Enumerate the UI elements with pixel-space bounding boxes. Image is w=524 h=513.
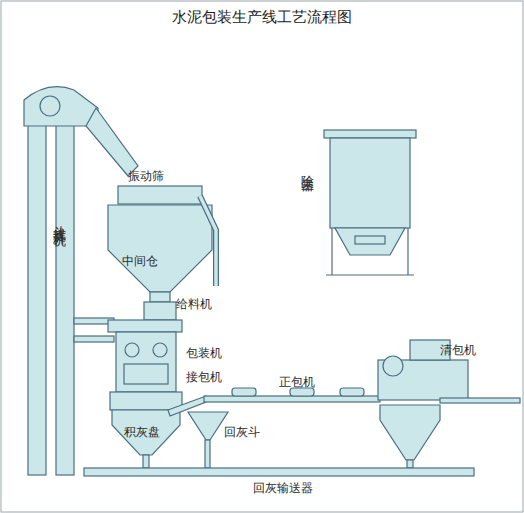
return-conveyor (84, 468, 474, 476)
leg (331, 228, 332, 275)
feeder (144, 302, 176, 320)
part-label: 斗式提升机 (52, 215, 67, 225)
elevator-wheel (40, 96, 60, 116)
cement-bag (340, 388, 364, 396)
packer-body (116, 332, 176, 392)
leg (407, 228, 408, 275)
pipe (200, 196, 216, 286)
spout (205, 440, 210, 468)
packer-spout (125, 343, 139, 357)
belt-conveyor (204, 396, 380, 402)
spout (143, 455, 149, 468)
dust-collector-body (330, 138, 410, 228)
part-label: 给料机 (176, 298, 212, 312)
base (326, 274, 414, 275)
elevator-column (28, 122, 46, 475)
packer-top (108, 320, 182, 332)
part-label: 积灰盘 (124, 426, 160, 440)
part-label: 回灰输送器 (253, 482, 313, 496)
motor (383, 356, 403, 376)
part-label: 振动筛 (128, 170, 164, 184)
feeder (150, 292, 170, 302)
part-label: 正包机 (279, 376, 315, 390)
dust-collector-top (324, 130, 416, 138)
packer-part (124, 364, 168, 384)
outlet-belt (440, 398, 520, 403)
bag-receiver (110, 392, 182, 410)
return-hopper (188, 412, 228, 440)
part-label: 回灰斗 (224, 426, 260, 440)
cleaner-hopper (380, 405, 440, 460)
part-label: 包装机 (186, 347, 222, 361)
part-label: 接包机 (186, 371, 222, 385)
platform (74, 336, 114, 342)
discharge-chute (86, 108, 138, 176)
cement-bag (232, 388, 256, 396)
part-label: 清包机 (440, 344, 476, 358)
intermediate-bin (108, 205, 212, 292)
title: 水泥包装生产线工艺流程图 (0, 8, 524, 27)
part-label: 中间仓 (122, 255, 158, 269)
spout (407, 460, 413, 468)
elevator-column (56, 122, 74, 475)
packer-spout (153, 343, 167, 357)
elevator-head (24, 87, 98, 126)
machinery (24, 87, 520, 476)
dust-collector-cone (335, 228, 405, 255)
vibrating-screen (118, 186, 202, 204)
pipe (200, 196, 216, 286)
ash-tray (112, 410, 180, 455)
cement-bag (290, 388, 314, 396)
lines (200, 196, 414, 286)
dust-collector-window (355, 236, 385, 244)
part-label: 除尘器 (300, 165, 315, 171)
